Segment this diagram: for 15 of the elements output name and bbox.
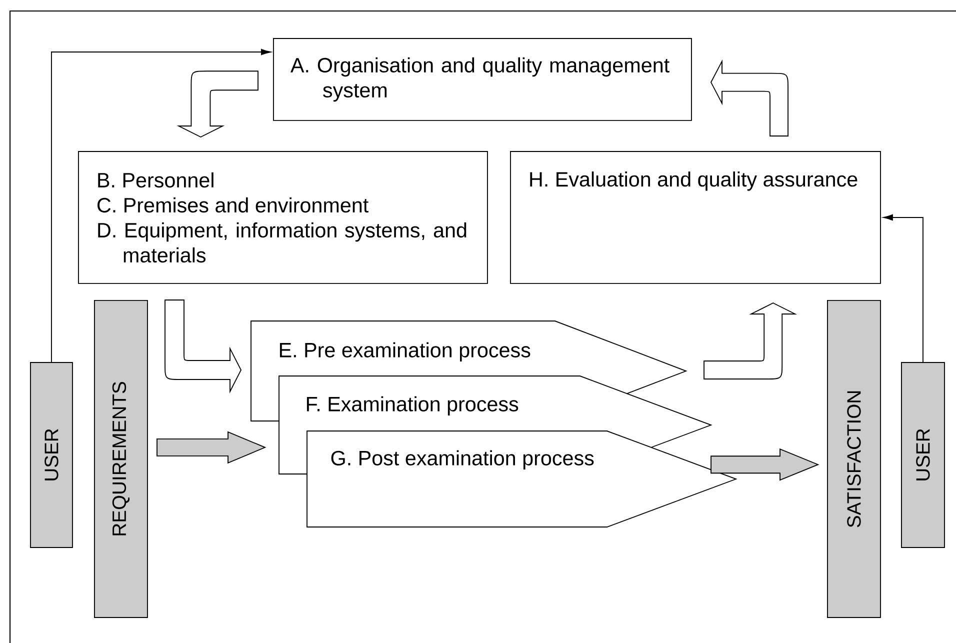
- block-arrow: [164, 300, 242, 392]
- block-arrow: [710, 448, 820, 481]
- process-box: B. Personnel C. Premises and environment D. Equipment, information systems, and materials: [78, 151, 488, 284]
- block-arrow: [178, 70, 258, 138]
- side-bar: REQUIREMENTS: [94, 300, 148, 618]
- side-bar: SATISFACTION: [827, 300, 881, 618]
- block-arrow: [156, 431, 266, 464]
- process-box: A. Organisation and quality management system: [273, 38, 692, 121]
- arrow: [883, 214, 924, 362]
- arrow: [51, 48, 271, 362]
- side-bar: USER: [30, 362, 73, 548]
- block-arrow: [704, 302, 796, 380]
- side-bar: USER: [901, 362, 945, 548]
- process-box: H. Evaluation and quality assurance: [510, 151, 881, 284]
- block-arrow: [710, 60, 788, 136]
